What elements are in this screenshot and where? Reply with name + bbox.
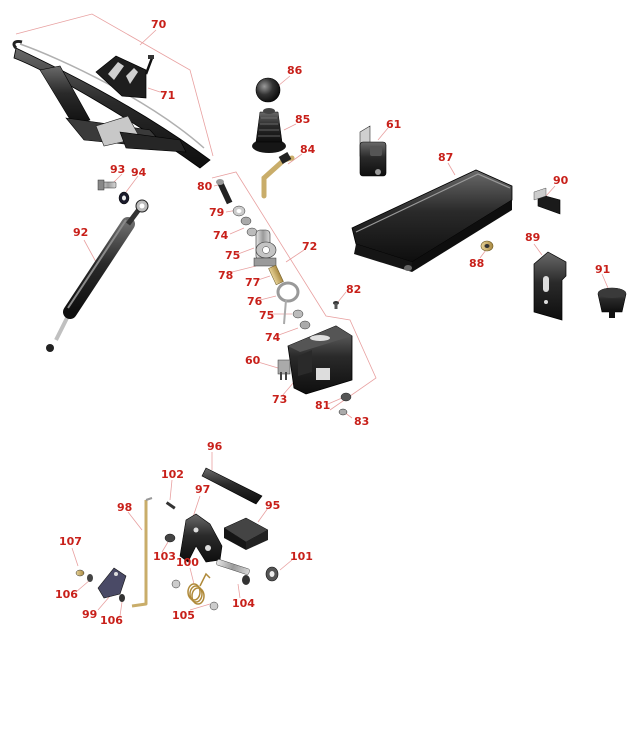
lever-part-84 [261,152,295,199]
callout-103[interactable]: 103 [153,550,176,563]
callout-75-b[interactable]: 75 [259,309,275,322]
damper-part-92 [46,199,149,352]
callout-78[interactable]: 78 [218,269,234,282]
cap-part-91 [597,287,627,318]
callout-60[interactable]: 60 [245,354,261,367]
callout-84[interactable]: 84 [300,143,316,156]
pin-part-102 [165,501,176,510]
washer-part-105-upper [171,579,181,589]
spring-part-100 [187,572,211,605]
callout-106-b[interactable]: 106 [100,614,123,627]
bracket-part-89 [533,251,567,321]
callout-61[interactable]: 61 [386,118,402,131]
callout-92[interactable]: 92 [73,226,89,239]
washer-part-106-right [119,594,125,602]
bolt-part-104 [216,559,250,585]
washer-part-94 [118,191,130,205]
block-part-95 [223,517,269,550]
bolt-part-93 [97,179,117,191]
callout-106-a[interactable]: 106 [55,588,78,601]
callout-104[interactable]: 104 [232,597,255,610]
callout-100[interactable]: 100 [176,556,199,569]
callout-85[interactable]: 85 [295,113,311,126]
callout-98[interactable]: 98 [117,501,133,514]
callout-73[interactable]: 73 [272,393,288,406]
callout-105[interactable]: 105 [172,609,195,622]
nut-part-107 [75,569,85,577]
callout-86[interactable]: 86 [287,64,303,77]
callout-99[interactable]: 99 [82,608,98,621]
shaft-assembly-part-72 [216,179,311,330]
callout-70[interactable]: 70 [151,18,167,31]
callout-88[interactable]: 88 [469,257,485,270]
callout-82[interactable]: 82 [346,283,362,296]
callout-97[interactable]: 97 [195,483,211,496]
callout-77[interactable]: 77 [245,276,261,289]
callout-83[interactable]: 83 [354,415,370,428]
callout-91[interactable]: 91 [595,263,611,276]
nut-part-88 [480,240,494,252]
rod-part-98 [131,497,153,608]
callout-76[interactable]: 76 [247,295,263,308]
callout-96[interactable]: 96 [207,440,223,453]
callout-102[interactable]: 102 [161,468,184,481]
callout-72[interactable]: 72 [302,240,318,253]
callout-107[interactable]: 107 [59,535,82,548]
callout-80[interactable]: 80 [197,180,213,193]
callout-89[interactable]: 89 [525,231,541,244]
nut-part-103 [164,533,176,543]
nut-part-81 [340,392,352,402]
callout-93[interactable]: 93 [110,163,126,176]
callout-90[interactable]: 90 [553,174,569,187]
washer-part-105-lower [209,601,219,611]
callout-74-a[interactable]: 74 [213,229,229,242]
clip-part-90 [533,187,561,215]
callout-71[interactable]: 71 [160,89,176,102]
strap-part-96 [201,467,263,505]
callout-101[interactable]: 101 [290,550,313,563]
hub-cover-part-71 [95,55,154,99]
callout-79[interactable]: 79 [209,206,225,219]
sensor-part-60 [277,359,291,380]
switch-part-61 [359,125,387,177]
callout-94[interactable]: 94 [131,166,147,179]
arm-part-99 [97,567,127,599]
washer-part-101 [265,566,279,582]
steering-handlebar-part-70 [12,40,211,169]
mount-plate-part-73 [287,325,353,395]
callout-74-b[interactable]: 74 [265,331,281,344]
seat-cushion-part-87 [351,169,513,272]
nut-part-83 [338,408,348,416]
callout-81[interactable]: 81 [315,399,331,412]
knob-part-86 [255,77,281,103]
callout-95[interactable]: 95 [265,499,281,512]
bracket-part-97 [179,513,223,563]
callout-87[interactable]: 87 [438,151,454,164]
callout-75-a[interactable]: 75 [225,249,241,262]
washer-part-106-left [87,574,93,582]
bolt-part-82 [333,301,339,309]
boot-part-85 [252,108,286,153]
